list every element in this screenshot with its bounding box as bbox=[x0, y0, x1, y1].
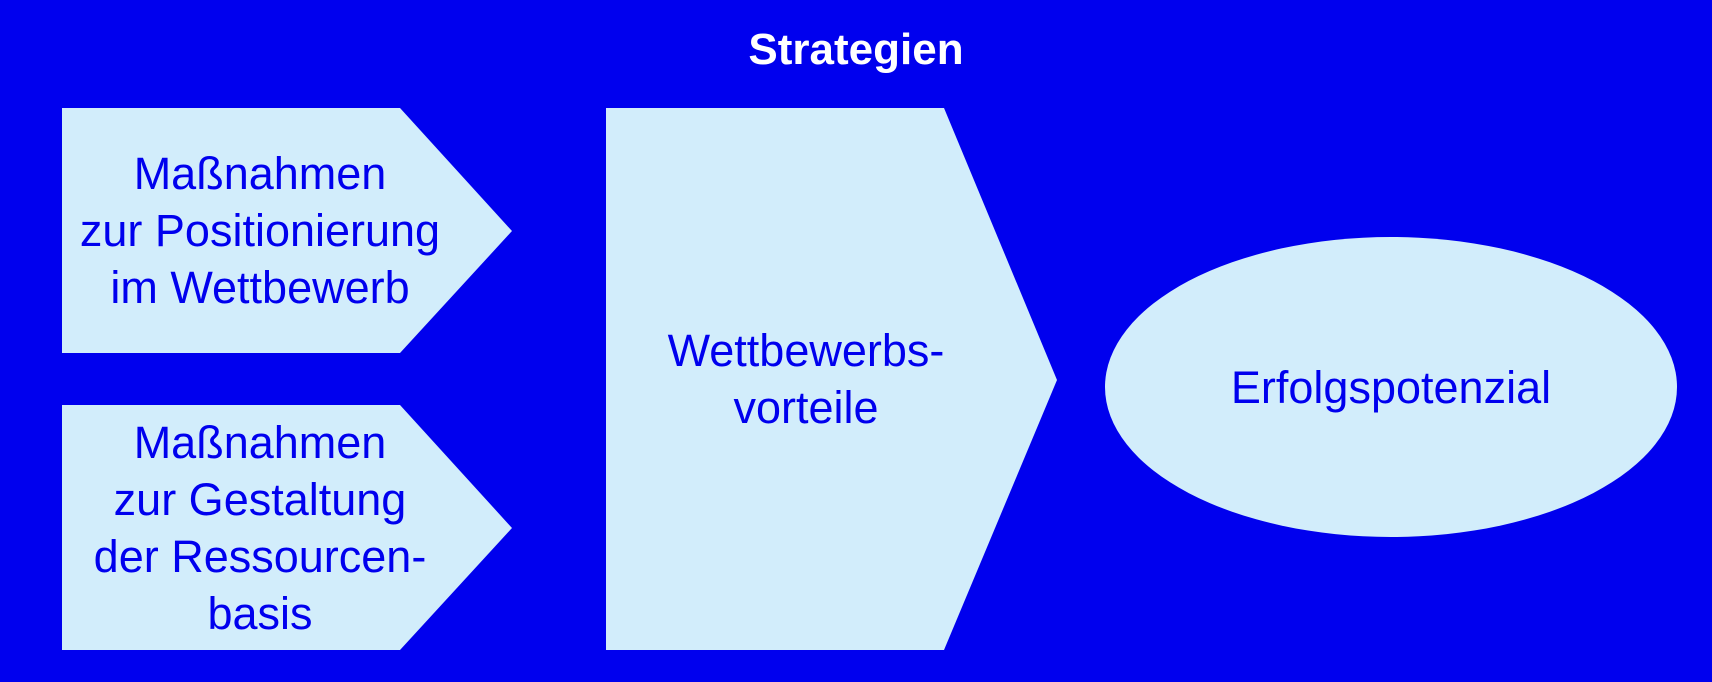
success-potential-label: Erfolgspotenzial bbox=[1105, 237, 1677, 537]
positioning-line-1: Maßnahmen bbox=[133, 148, 387, 199]
advantages-line-1: Wettbewerbs- bbox=[667, 325, 945, 376]
resources-line-2: zur Gestaltung bbox=[113, 473, 407, 525]
diagram-title: Strategien bbox=[748, 25, 964, 74]
competitive-advantages-label: Wettbewerbs- vorteile bbox=[606, 108, 1006, 650]
success-potential-ellipse bbox=[1105, 237, 1677, 537]
resource-measures-label: Maßnahmen zur Gestaltung der Ressourcen-… bbox=[62, 405, 458, 650]
potential-line-1: Erfolgspotenzial bbox=[1230, 361, 1552, 413]
positioning-measures-arrow bbox=[62, 108, 512, 353]
positioning-line-3: im Wettbewerb bbox=[110, 262, 410, 313]
resources-line-4: basis bbox=[207, 587, 313, 639]
positioning-line-2: zur Positionierung bbox=[79, 205, 441, 256]
advantages-line-2: vorteile bbox=[733, 382, 879, 433]
positioning-measures-label: Maßnahmen zur Positionierung im Wettbewe… bbox=[62, 108, 458, 353]
resources-line-1: Maßnahmen bbox=[133, 416, 387, 468]
resources-line-3: der Ressourcen- bbox=[93, 530, 427, 582]
competitive-advantages-arrow bbox=[606, 108, 1057, 650]
resource-measures-arrow bbox=[62, 405, 512, 650]
